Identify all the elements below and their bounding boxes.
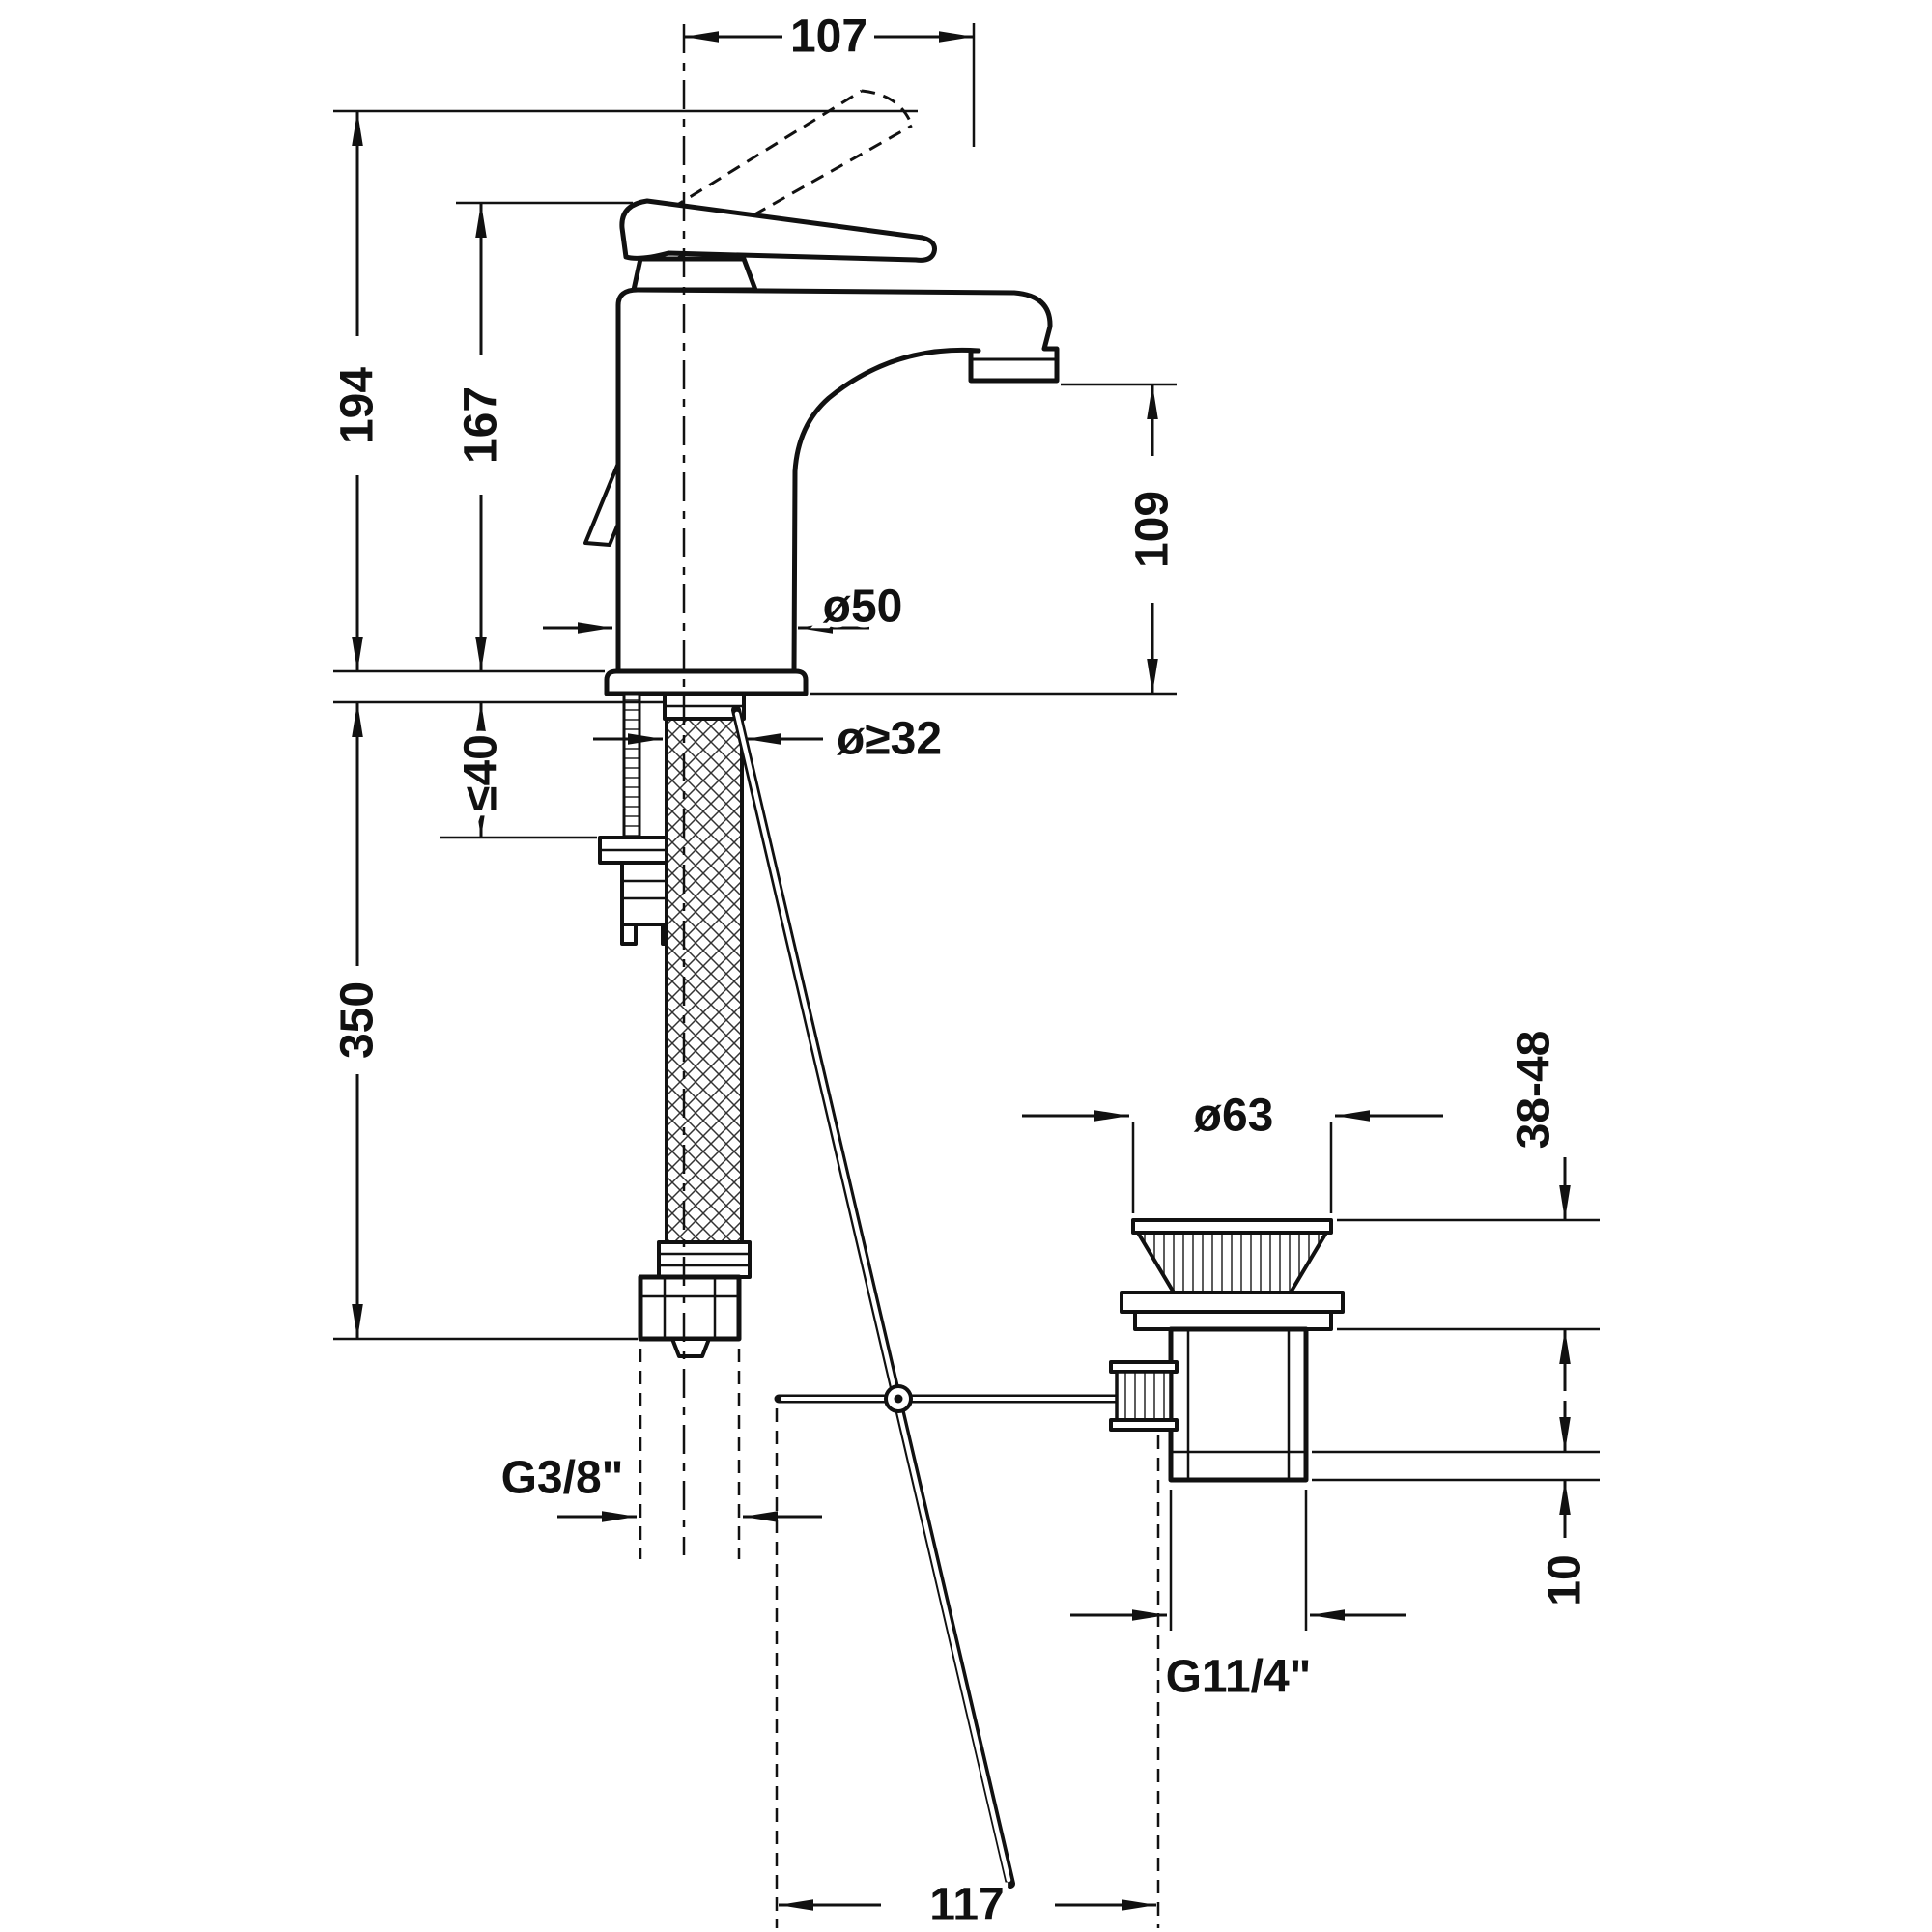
pull-rod-inner bbox=[734, 711, 1011, 1883]
dim-label-drain-bottom-detail: 10 bbox=[1540, 1554, 1591, 1605]
rod-clamp-knurl bbox=[1115, 1370, 1173, 1422]
faucet bbox=[583, 89, 1060, 696]
braided-hose bbox=[665, 717, 744, 1244]
threaded-stud bbox=[622, 692, 641, 842]
dim-label-base-diameter: ø50 bbox=[823, 582, 903, 633]
extension-lines bbox=[333, 23, 1600, 1928]
dimension-lines bbox=[352, 31, 1571, 1911]
faucet-body-and-spout bbox=[615, 287, 1060, 674]
hose-tail bbox=[670, 1337, 711, 1358]
dim-label-min-hole-diameter: ø≥32 bbox=[837, 714, 942, 765]
rod-pivot-screw bbox=[894, 1394, 903, 1404]
dim-label-hose-length: 350 bbox=[332, 981, 384, 1059]
dim-label-total-height: 194 bbox=[332, 367, 384, 444]
dim-label-max-deck-thickness: ≤40 bbox=[456, 734, 507, 811]
pop-up-linkage bbox=[731, 705, 1135, 1889]
hose-ferrule bbox=[657, 1240, 752, 1279]
cartridge-cap bbox=[631, 256, 758, 293]
dim-label-drain-flange-diameter: ø63 bbox=[1194, 1091, 1274, 1142]
dim-label-spout-height: 109 bbox=[1127, 491, 1179, 568]
waste-plug-cone bbox=[1134, 1231, 1330, 1294]
rod-clamp-cap bbox=[1109, 1418, 1179, 1432]
dim-label-spout-reach: 107 bbox=[790, 12, 867, 63]
base-plate bbox=[604, 668, 809, 696]
dim-label-drain-rod-offset: 117 bbox=[929, 1880, 1004, 1931]
dim-label-drain-deck-range: 38-48 bbox=[1509, 1031, 1560, 1150]
waste-body bbox=[1168, 1326, 1309, 1483]
nut-prong bbox=[620, 923, 638, 946]
waste-flange-lower bbox=[1133, 1310, 1333, 1331]
drain-assembly bbox=[1109, 1218, 1345, 1483]
dimension-labels: 107 194 167 109 ø50 ≤40 ø≥32 350 G3/8" ø… bbox=[327, 6, 1596, 1932]
lever-handle bbox=[619, 198, 937, 263]
dim-label-body-height: 167 bbox=[456, 386, 507, 464]
dim-label-supply-thread: G3/8" bbox=[501, 1453, 624, 1504]
supply-hose bbox=[638, 692, 752, 1358]
hose-connection-nut bbox=[638, 1274, 742, 1342]
dim-label-drain-thread: G11/4" bbox=[1166, 1652, 1312, 1703]
waste-flange-upper bbox=[1120, 1291, 1345, 1314]
